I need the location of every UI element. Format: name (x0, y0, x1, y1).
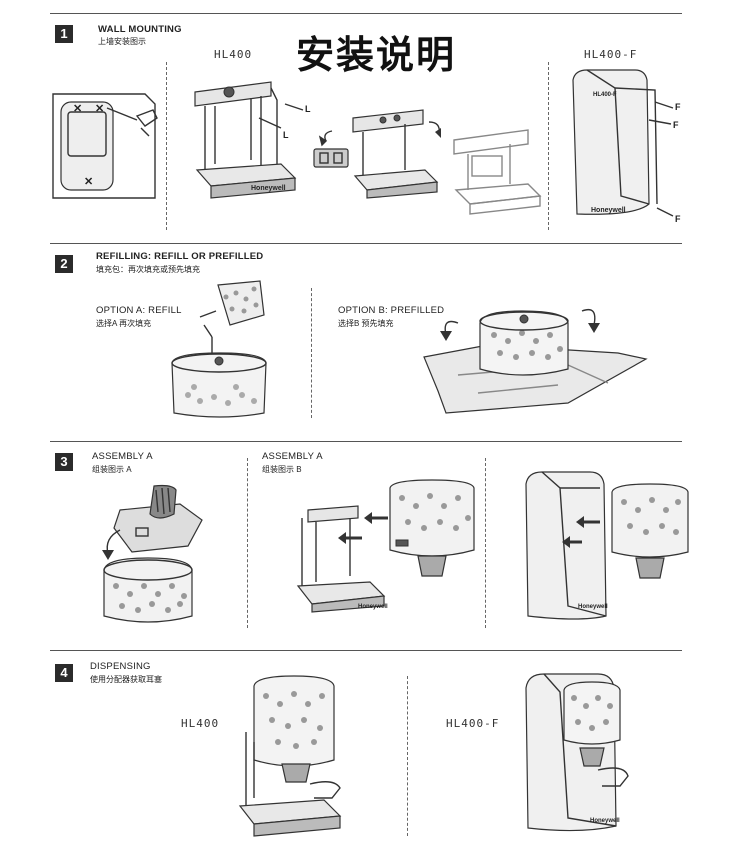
option-b-heading: OPTION B: PREFILLED (338, 305, 445, 316)
step-1-heading-zh: 上墙安装图示 (98, 37, 146, 46)
dispensing-model-label-hl400-f: HL400-F (446, 717, 500, 730)
callout-l-2: L (283, 130, 289, 140)
section-divider-2 (50, 243, 682, 244)
svg-text:✕: ✕ (84, 176, 93, 188)
model-label-hl400-f: HL400-F (584, 48, 638, 61)
svg-text:✕: ✕ (73, 103, 82, 115)
model-label-hl400: HL400 (214, 48, 253, 61)
step-2-heading: REFILLING: REFILL OR PREFILLED (96, 251, 264, 262)
step-3-sub-heading: ASSEMBLY A (262, 451, 323, 462)
step-1-heading: WALL MOUNTING (98, 24, 182, 35)
bracket-insert-illustration (313, 130, 349, 168)
step-4-heading-zh: 使用分配器获取耳塞 (90, 675, 162, 684)
callout-l-1: L (305, 104, 311, 114)
svg-text:Honeywell: Honeywell (358, 604, 388, 610)
callout-f-2: F (673, 120, 679, 130)
svg-text:HL400-F: HL400-F (593, 92, 617, 98)
step-4-divider (407, 676, 408, 836)
step-3-divider-a (247, 458, 248, 628)
step-3-divider-b (485, 458, 486, 628)
step-3-heading: ASSEMBLY A (92, 451, 153, 462)
step-1-divider-a (166, 62, 167, 230)
option-a-heading: OPTION A: REFILL (96, 305, 182, 316)
hl400-f-housing-illustration: HL400-F Honeywell F F F (572, 69, 681, 224)
wall-template-illustration: ✕ ✕ ✕ (52, 93, 158, 199)
svg-text:✕: ✕ (95, 103, 104, 115)
step-1-divider-b (548, 62, 549, 230)
hl400-stand-illustration: Honeywell L L (194, 81, 311, 199)
step-2-number: 2 (55, 255, 73, 273)
refill-bag-illustration (171, 280, 267, 418)
step-3-heading-zh: 组装图示 A (92, 465, 132, 474)
step-4-heading: DISPENSING (90, 661, 151, 672)
step-2-heading-zh: 填充包：再次填充或预先填充 (96, 265, 200, 274)
svg-text:Honeywell: Honeywell (251, 185, 286, 192)
section-divider-3 (50, 441, 682, 442)
option-a-heading-zh: 选择A 再次填充 (96, 319, 152, 328)
callout-f-3: F (675, 214, 681, 224)
section-divider-1 (50, 13, 682, 14)
step-2-divider (311, 288, 312, 418)
step-4-number: 4 (55, 664, 73, 682)
svg-text:Honeywell: Honeywell (590, 818, 620, 824)
option-b-heading-zh: 选择B 预先填充 (338, 319, 394, 328)
hl400-stand-step3-illustration (453, 129, 542, 215)
hl400-stand-step2-illustration (352, 109, 441, 199)
svg-text:Honeywell: Honeywell (578, 604, 608, 610)
step-3-number: 3 (55, 453, 73, 471)
assembly-a-cap-illustration (102, 484, 203, 623)
hl400-f-dispensing-illustration: Honeywell (525, 673, 629, 832)
step-1-number: 1 (55, 25, 73, 43)
page-title: 安装说明 (296, 35, 457, 77)
step-3-sub-heading-zh: 组装图示 B (262, 465, 302, 474)
section-divider-4 (50, 650, 682, 651)
dispensing-model-label-hl400: HL400 (181, 717, 220, 730)
callout-f-1: F (675, 102, 681, 112)
svg-text:Honeywell: Honeywell (591, 207, 626, 214)
hl400-dispensing-illustration (238, 675, 342, 837)
assembly-b-housing-illustration: Honeywell (525, 471, 689, 620)
assembly-b-stand-illustration: Honeywell (296, 479, 475, 613)
prefilled-pack-illustration (423, 308, 648, 414)
